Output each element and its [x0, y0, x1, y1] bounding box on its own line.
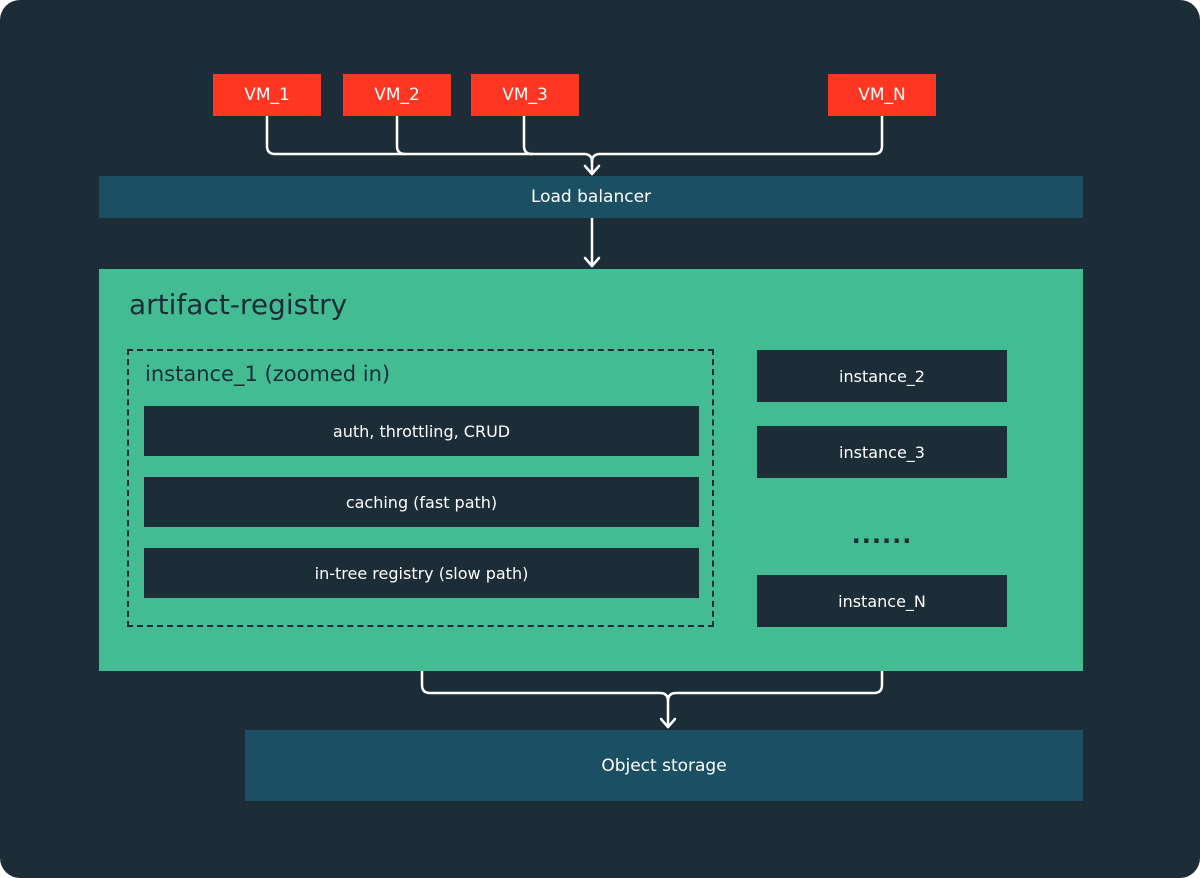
vm1-connector — [265, 114, 594, 176]
vmn-connector — [590, 114, 884, 164]
vm-3-box: VM_3 — [471, 74, 579, 116]
artifact-registry-title: artifact-registry — [129, 288, 348, 321]
vm3-connector — [522, 114, 534, 156]
vm2-connector — [395, 114, 407, 156]
vm-1-label: VM_1 — [244, 85, 290, 105]
stage-in-tree-registry-label: in-tree registry (slow path) — [314, 563, 529, 583]
instance-3-label: instance_3 — [839, 442, 925, 462]
stage-auth-box: auth, throttling, CRUD — [144, 406, 699, 456]
vm-1-box: VM_1 — [213, 74, 321, 116]
load-balancer-label: Load balancer — [530, 187, 652, 207]
stage-caching-box: caching (fast path) — [144, 477, 699, 527]
instance-n-box: instance_N — [757, 575, 1007, 627]
load-balancer-box: Load balancer — [99, 176, 1083, 218]
more-instances-ellipsis: ...... — [851, 521, 913, 549]
stage-caching-label: caching (fast path) — [345, 492, 498, 512]
vm-n-label: VM_N — [858, 85, 906, 105]
instance-2-label: instance_2 — [839, 366, 925, 386]
instance-1-zoom-frame — [127, 349, 714, 627]
instance-1-title: instance_1 (zoomed in) — [145, 362, 391, 386]
instance-3-box: instance_3 — [757, 426, 1007, 478]
object-storage-label: Object storage — [601, 755, 727, 776]
vm-n-box: VM_N — [828, 74, 936, 116]
storage-arrowhead — [659, 717, 677, 729]
lb-to-registry-arrowhead — [583, 256, 601, 268]
instance-n-label: instance_N — [838, 591, 926, 611]
vm-2-label: VM_2 — [374, 85, 420, 105]
stage-auth-label: auth, throttling, CRUD — [332, 421, 511, 441]
vm-2-box: VM_2 — [343, 74, 451, 116]
stage-in-tree-registry-box: in-tree registry (slow path) — [144, 548, 699, 598]
object-storage-box: Object storage — [245, 730, 1083, 801]
instance-2-box: instance_2 — [757, 350, 1007, 402]
lb-arrowhead-top — [583, 164, 601, 176]
vm-3-label: VM_3 — [502, 85, 548, 105]
